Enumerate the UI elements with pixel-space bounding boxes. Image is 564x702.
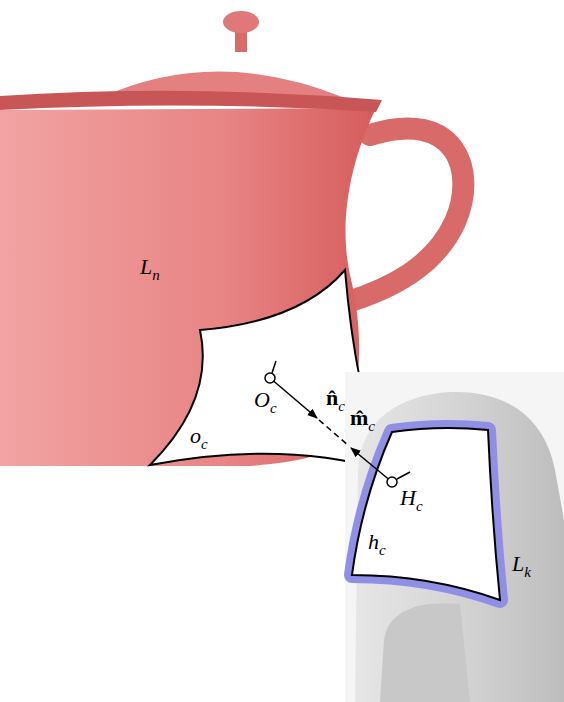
normal-arrow — [270, 378, 317, 418]
subscript: c — [201, 436, 208, 452]
teapot-rim — [0, 91, 382, 112]
teapot-knob — [223, 11, 259, 33]
frame-origin — [387, 477, 397, 487]
patch-label: hc — [368, 530, 386, 556]
symbol: L — [512, 551, 524, 576]
symbol: h — [368, 529, 379, 554]
surface-patch — [352, 428, 500, 600]
point-label: Oc — [254, 388, 277, 414]
subscript: c — [368, 418, 375, 434]
patch-label: oc — [190, 424, 208, 450]
point-label: Hc — [400, 486, 423, 512]
finger-shading — [380, 603, 470, 702]
vector-label: m̂c — [350, 406, 375, 432]
subscript: c — [270, 400, 277, 416]
body-label: Lk — [512, 552, 531, 578]
symbol: m̂ — [350, 405, 368, 430]
vector-label: n̂c — [326, 386, 345, 412]
contact-rim — [352, 428, 500, 600]
symbol: n̂ — [326, 385, 338, 410]
subscript: n — [152, 267, 160, 283]
dashed-line — [319, 420, 349, 446]
normal-arrow — [351, 448, 392, 482]
symbol: H — [400, 485, 416, 510]
subscript: k — [524, 564, 531, 580]
tangent-tick — [397, 472, 410, 479]
symbol: O — [254, 387, 270, 412]
frame-origin — [265, 373, 275, 383]
body-label: Ln — [140, 255, 160, 281]
teapot-handle — [348, 128, 463, 302]
subscript: c — [416, 498, 423, 514]
symbol: o — [190, 423, 201, 448]
symbol: L — [140, 254, 152, 279]
subscript: c — [379, 542, 386, 558]
object-background — [345, 372, 564, 702]
tangent-tick — [272, 361, 276, 373]
subscript: c — [338, 398, 345, 414]
